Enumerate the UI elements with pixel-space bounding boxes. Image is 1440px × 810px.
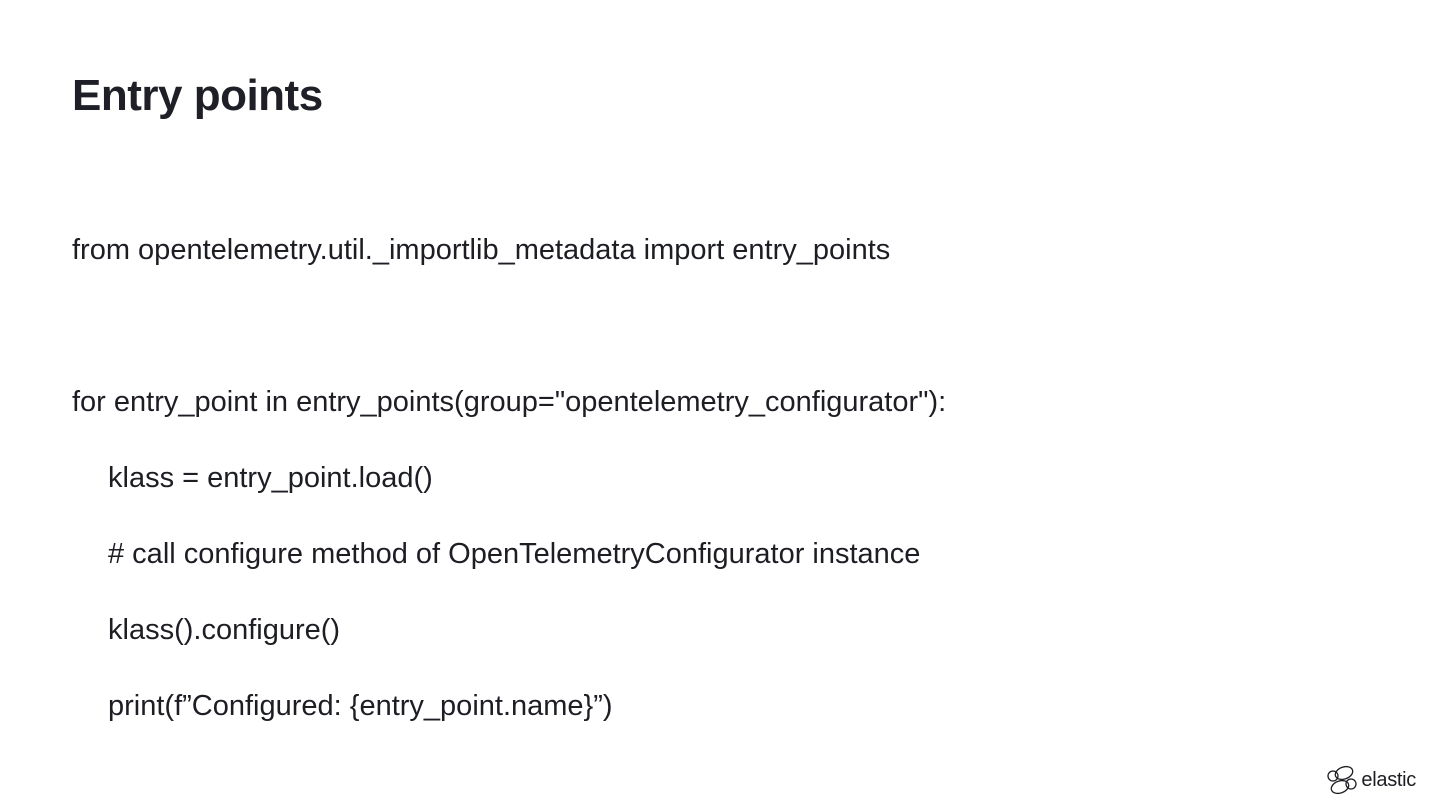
code-line-configure: klass().configure()	[108, 614, 341, 646]
code-line-print: print(f”Configured: {entry_point.name}”)	[108, 690, 613, 722]
elastic-logo-icon	[1327, 765, 1358, 795]
code-line-comment: # call configure method of OpenTelemetry…	[108, 538, 921, 570]
code-line-import: from opentelemetry.util._importlib_metad…	[72, 234, 891, 266]
code-line-load: klass = entry_point.load()	[108, 462, 433, 494]
elastic-logo: elastic	[1326, 764, 1416, 796]
code-line-for-loop: for entry_point in entry_points(group="o…	[72, 386, 947, 418]
elastic-logo-text: elastic	[1361, 769, 1416, 791]
slide-title: Entry points	[72, 71, 323, 120]
